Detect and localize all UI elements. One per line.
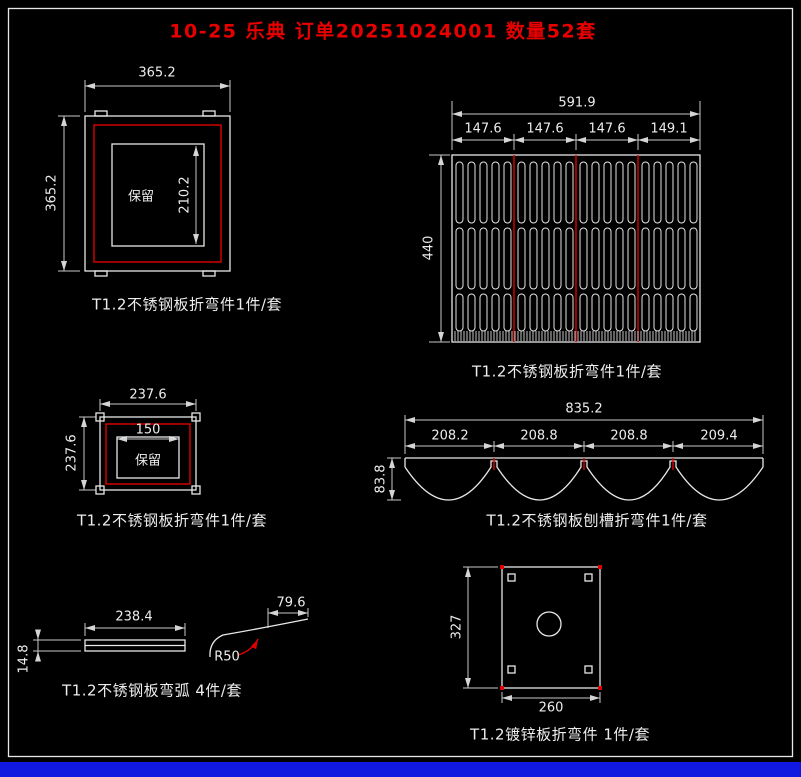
radius-label: R50	[214, 649, 240, 665]
part-label-plate365: T1.2不锈钢板折弯件1件/套	[91, 295, 283, 314]
dim-grille591-width: 591.9	[558, 95, 596, 111]
sheet-border	[7, 7, 794, 758]
arc-profile	[209, 618, 309, 658]
dim-plate237-inner: 150	[135, 422, 161, 438]
keep-note: 保留	[127, 189, 155, 205]
dim-galvanized-height: 327	[449, 614, 465, 640]
part-label-grille591: T1.2不锈钢板折弯件1件/套	[471, 362, 663, 381]
galvanized260-outline	[501, 566, 601, 689]
dim-groove835-sub4: 209.4	[700, 428, 738, 444]
hole-square	[584, 665, 593, 674]
galvanized260-dimensions	[463, 566, 601, 703]
dim-plate365-width: 365.2	[138, 65, 176, 81]
hole-square	[507, 665, 516, 674]
dim-plate237-width: 237.6	[129, 387, 167, 403]
dim-galvanized-width: 260	[538, 700, 564, 716]
dim-plate365-inner: 210.2	[177, 176, 193, 214]
drawing-plate-237	[79, 399, 201, 495]
order-title: 10-25 乐典 订单20251024001 数量52套	[169, 20, 597, 43]
drawing-plate-365	[58, 80, 231, 277]
horizontal-scrollbar[interactable]	[0, 762, 801, 777]
dim-plate237-height: 237.6	[64, 434, 80, 472]
grille591-dimensions	[429, 101, 701, 343]
hole-square	[507, 573, 516, 582]
drawing-grille-591	[429, 101, 701, 343]
dim-grille591-height: 440	[421, 235, 437, 261]
keep-note: 保留	[134, 453, 162, 469]
drawing-arc-strip	[33, 608, 309, 662]
plate365-fold-line	[93, 124, 222, 263]
plate237-inner-opening	[116, 436, 180, 479]
plate237-fold-line	[105, 423, 191, 485]
dim-strip-thickness: 14.8	[16, 644, 32, 674]
plate365-outline	[84, 115, 231, 272]
plate237-outline	[99, 416, 197, 491]
plate237-dimensions	[79, 399, 197, 491]
dim-groove835-sub2: 208.8	[520, 428, 558, 444]
part-label-plate237: T1.2不锈钢板折弯件1件/套	[76, 511, 268, 530]
plate365-dimensions	[58, 80, 231, 272]
dim-plate365-height: 365.2	[44, 174, 60, 212]
dim-grille591-sub2: 147.6	[526, 121, 564, 137]
groove835-dimensions	[387, 415, 764, 501]
dim-arc-width: 79.6	[276, 595, 306, 611]
dim-groove835-sub3: 208.8	[610, 428, 648, 444]
part-label-groove835: T1.2不锈钢板刨槽折弯件1件/套	[486, 511, 708, 530]
dim-strip-length: 238.4	[115, 609, 153, 625]
grille591-bottom-hatch	[454, 331, 696, 341]
drawing-galvanized-260	[463, 565, 602, 703]
plate365-inner-opening	[111, 143, 205, 247]
drawing-groove-835	[387, 415, 764, 501]
dim-groove835-width: 835.2	[565, 401, 603, 417]
dim-grille591-sub3: 147.6	[588, 121, 626, 137]
part-label-galvanized260: T1.2镀锌板折弯件 1件/套	[470, 725, 650, 744]
hole-square	[584, 573, 593, 582]
radius-leader	[237, 638, 259, 656]
dim-groove835-height: 83.8	[373, 464, 389, 494]
dim-grille591-sub1: 147.6	[464, 121, 502, 137]
arcstrip-dimensions	[33, 608, 309, 662]
center-hole	[536, 611, 562, 637]
dim-groove835-sub1: 208.2	[431, 428, 469, 444]
part-label-arcstrip: T1.2不锈钢板弯弧 4件/套	[62, 681, 242, 700]
dim-grille591-sub4: 149.1	[650, 121, 688, 137]
grille591-slot-pattern	[455, 161, 698, 332]
